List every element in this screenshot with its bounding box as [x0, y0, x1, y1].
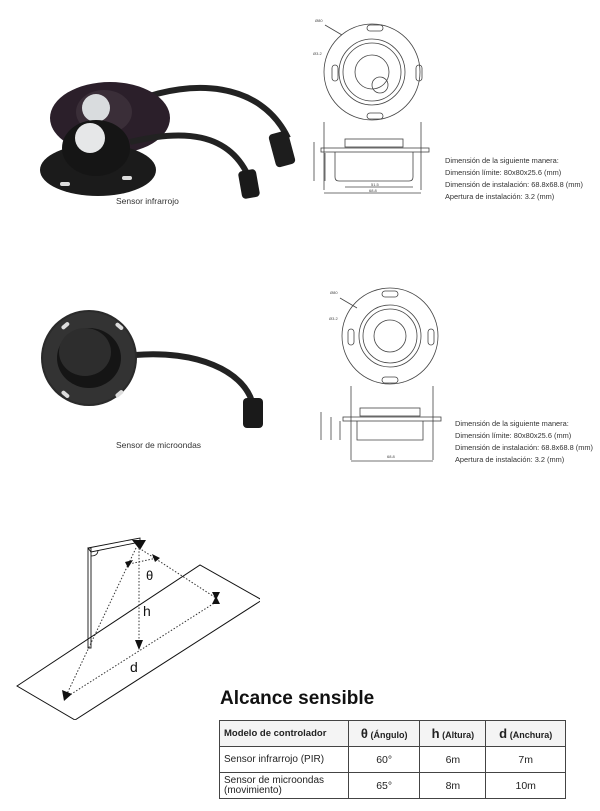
range-table: Modelo de controlador θ (Ángulo) h (Altu…: [219, 720, 566, 799]
table-header-row: Modelo de controlador θ (Ángulo) h (Altu…: [219, 720, 566, 747]
spec-line: Dimensión de instalación: 68.8x68.8 (mm): [445, 180, 584, 189]
inner-width-label: 51.5: [371, 182, 380, 187]
table-row: Sensor infrarrojo (PIR) 60° 6m 7m: [219, 746, 566, 773]
cell-model: Sensor de microondas (movimiento): [219, 772, 349, 799]
spec-line: Apertura de instalación: 3.2 (mm): [445, 192, 555, 201]
table-row: Sensor de microondas (movimiento) 65° 8m…: [219, 772, 566, 799]
cell-angle: 65°: [347, 772, 421, 799]
header-angle: θ (Ángulo): [347, 720, 421, 747]
infrared-sensor-caption: Sensor infrarrojo: [116, 196, 179, 206]
angle-label: θ: [146, 568, 153, 583]
sensing-range-diagram: θ h d: [0, 520, 263, 721]
cell-width: 10m: [485, 772, 566, 799]
infrared-spec-text: Dimensión de la siguiente manera: Dimens…: [445, 155, 583, 203]
height-label: h: [143, 603, 151, 619]
outer-width-label: 68.8: [369, 188, 378, 193]
distance-label: d: [130, 659, 138, 675]
hole-diameter-label: Ø3.2: [313, 51, 322, 56]
header-width: d (Anchura): [485, 720, 566, 747]
outer-diameter-label: Ø80: [315, 18, 323, 23]
header-height: h (Altura): [419, 720, 487, 747]
microwave-sensor-caption: Sensor de microondas: [116, 440, 202, 450]
microwave-sensor-photo: [35, 310, 275, 430]
infrared-sensor-photo: [20, 60, 300, 200]
spec-line: Dimensión de la siguiente manera:: [445, 156, 559, 165]
spec-line: Dimensión límite: 80x80x25.6 (mm): [445, 168, 562, 177]
cell-angle: 60°: [347, 746, 421, 773]
spec-line: Dimensión de la siguiente manera:: [455, 419, 569, 428]
cell-height: 6m: [419, 746, 487, 773]
cell-height: 8m: [419, 772, 487, 799]
outer-width-label: 68.8: [387, 454, 396, 459]
spec-line: Dimensión límite: 80x80x25.6 (mm): [455, 431, 572, 440]
spec-line: Dimensión de instalación: 68.8x68.8 (mm): [455, 443, 594, 452]
cell-width: 7m: [485, 746, 566, 773]
range-title: Alcance sensible: [220, 688, 375, 709]
hole-diameter-label: Ø3.2: [329, 316, 338, 321]
cell-model: Sensor infrarrojo (PIR): [219, 746, 349, 773]
infrared-dimension-drawing: Ø80 Ø3.2 51.5 68.8: [305, 5, 435, 200]
spec-line: Apertura de instalación: 3.2 (mm): [455, 455, 565, 464]
outer-diameter-label: Ø80: [330, 290, 338, 295]
microwave-spec-text: Dimensión de la siguiente manera: Dimens…: [455, 418, 593, 466]
header-model: Modelo de controlador: [219, 720, 349, 747]
microwave-dimension-drawing: Ø80 Ø3.2 68.8: [305, 280, 445, 470]
